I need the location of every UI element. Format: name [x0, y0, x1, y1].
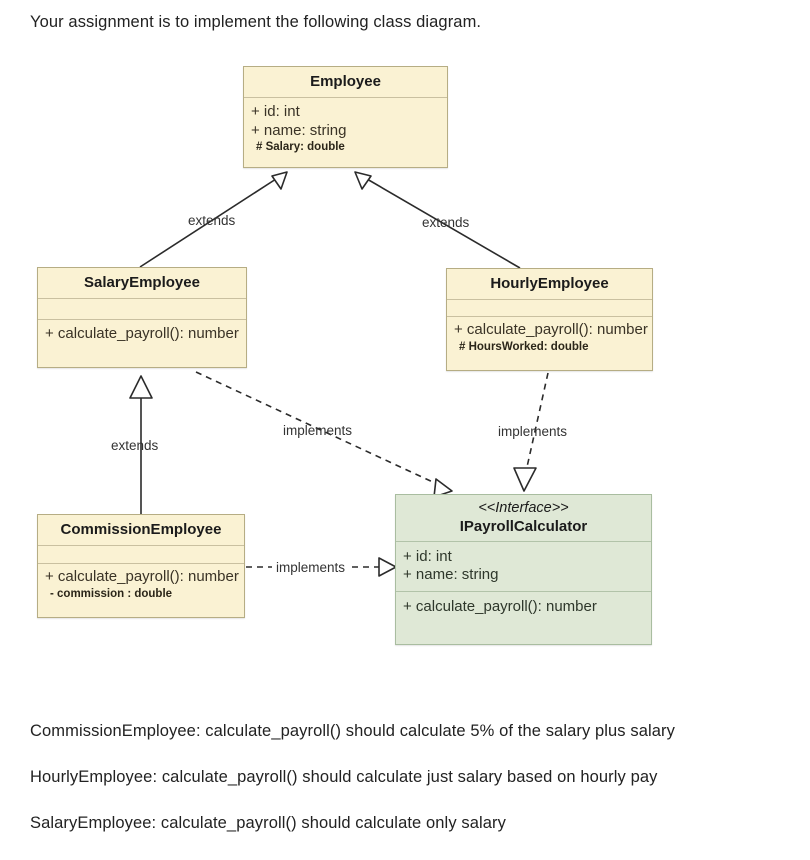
- class-diagram: extends extends extends implements imple…: [0, 50, 810, 670]
- method-row: + calculate_payroll(): number: [454, 321, 648, 339]
- class-attributes-commission-employee: [38, 546, 244, 565]
- method-row: + calculate_payroll(): number: [45, 325, 239, 343]
- requirement-item: HourlyEmployee: calculate_payroll() shou…: [30, 768, 658, 786]
- class-box-ipayroll-calculator[interactable]: <<Interface>> IPayrollCalculator + id: i…: [395, 494, 652, 645]
- class-methods-ipayroll-calculator: + calculate_payroll(): number: [396, 592, 651, 620]
- class-title-salary-employee: SalaryEmployee: [38, 268, 246, 300]
- class-title-employee: Employee: [244, 67, 447, 99]
- class-methods-salary-employee: + calculate_payroll(): number: [38, 320, 246, 347]
- class-box-hourly-employee[interactable]: HourlyEmployee + calculate_payroll(): nu…: [446, 268, 653, 371]
- edge-label-commission-implements: implements: [274, 560, 348, 575]
- class-name-ipayroll-calculator: IPayrollCalculator: [459, 517, 588, 535]
- class-box-salary-employee[interactable]: SalaryEmployee + calculate_payroll(): nu…: [37, 267, 247, 368]
- diagram-edges: [129, 171, 549, 577]
- class-box-commission-employee[interactable]: CommissionEmployee + calculate_payroll()…: [37, 514, 245, 618]
- attribute-row: + name: string: [403, 566, 499, 584]
- class-attributes-employee: + id: int + name: string # Salary: doubl…: [244, 98, 447, 159]
- edge-salary-extends-employee: [139, 171, 288, 268]
- class-title-commission-employee: CommissionEmployee: [38, 515, 244, 547]
- attribute-row: + id: int: [251, 103, 300, 121]
- class-title-ipayroll-calculator: <<Interface>> IPayrollCalculator: [396, 495, 651, 542]
- attribute-row: + name: string: [251, 121, 347, 139]
- assignment-intro-text: Your assignment is to implement the foll…: [30, 13, 482, 31]
- attribute-row: - commission : double: [50, 587, 173, 600]
- class-attributes-salary-employee: [38, 299, 246, 321]
- class-box-employee[interactable]: Employee + id: int + name: string # Sala…: [243, 66, 448, 168]
- edge-commission-implements-iface: [246, 557, 397, 577]
- class-attributes-hourly-employee: [447, 300, 652, 318]
- class-stereotype-interface: <<Interface>>: [478, 500, 569, 516]
- class-methods-hourly-employee: + calculate_payroll(): number # HoursWor…: [447, 317, 652, 359]
- edge-commission-extends-salary: [129, 375, 153, 514]
- edge-label-commission-extends: extends: [111, 438, 159, 453]
- edge-label-salary-implements: implements: [283, 423, 353, 438]
- requirement-item: CommissionEmployee: calculate_payroll() …: [30, 722, 675, 740]
- edge-hourly-extends-employee: [354, 171, 521, 269]
- attribute-row: + id: int: [403, 547, 452, 565]
- attribute-row: # Salary: double: [256, 140, 345, 153]
- class-methods-commission-employee: + calculate_payroll(): number - commissi…: [38, 564, 244, 606]
- method-row: + calculate_payroll(): number: [45, 568, 239, 586]
- requirements-list: CommissionEmployee: calculate_payroll() …: [30, 722, 800, 860]
- edge-hourly-implements-iface: [513, 372, 549, 492]
- edge-label-hourly-implements: implements: [498, 424, 568, 439]
- method-row: + calculate_payroll(): number: [403, 597, 597, 615]
- class-title-hourly-employee: HourlyEmployee: [447, 269, 652, 301]
- attribute-row: # HoursWorked: double: [459, 340, 589, 353]
- requirement-item: SalaryEmployee: calculate_payroll() shou…: [30, 814, 506, 832]
- edge-label-hourly-extends: extends: [422, 215, 470, 230]
- class-attributes-ipayroll-calculator: + id: int + name: string: [396, 542, 651, 592]
- edge-label-salary-extends: extends: [188, 213, 236, 228]
